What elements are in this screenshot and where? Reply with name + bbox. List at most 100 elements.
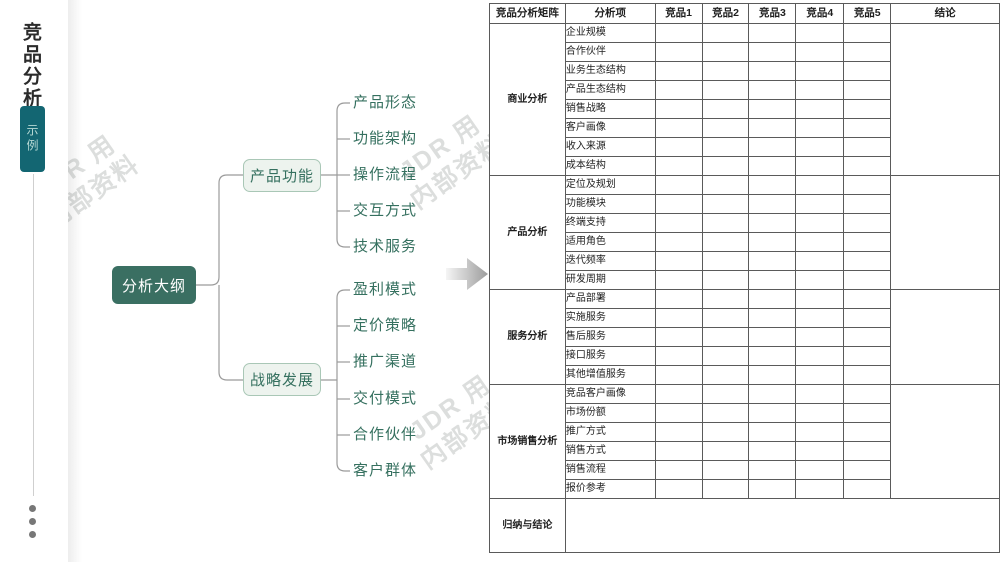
competitor-value-cell (748, 251, 797, 271)
competitor-value-cell (701, 232, 750, 252)
competitor-value-cell (748, 422, 797, 442)
competitor-value-cell (843, 289, 892, 309)
competitor-value-cell (701, 61, 750, 81)
analysis-item-cell: 合作伙伴 (564, 42, 656, 62)
competitor-value-cell (843, 99, 892, 119)
competitor-value-cell (843, 251, 892, 271)
competitor-value-cell (748, 61, 797, 81)
analysis-item-cell: 客户画像 (564, 118, 656, 138)
competitor-value-cell (654, 270, 703, 290)
slide-indicator-dot[interactable] (29, 531, 36, 538)
competitor-value-cell (748, 403, 797, 423)
page-title: 竞品分析 (20, 22, 41, 110)
competitor-value-cell (843, 403, 892, 423)
group-label-cell: 商业分析 (489, 23, 566, 176)
competitor-value-cell (795, 61, 845, 81)
competitor-value-cell (701, 42, 750, 62)
competitor-value-cell (795, 118, 845, 138)
competitor-value-cell (843, 346, 892, 366)
mindmap-leaf: 推广渠道 (353, 353, 418, 371)
competitor-value-cell (843, 384, 892, 404)
table-header-cell: 结论 (890, 3, 1000, 24)
competitor-value-cell (654, 156, 703, 176)
mindmap-leaf: 盈利模式 (353, 281, 418, 298)
competitor-value-cell (843, 441, 892, 461)
competitor-value-cell (654, 118, 703, 138)
competitor-value-cell (843, 175, 892, 195)
sidebar-shadow (68, 0, 82, 562)
competitor-value-cell (654, 441, 703, 461)
table-header-cell: 竞品2 (701, 3, 750, 24)
mindmap-leaf: 交付模式 (353, 389, 418, 407)
conclusion-cell (890, 289, 1000, 385)
competitor-value-cell (654, 365, 703, 385)
competitor-value-cell (795, 308, 845, 328)
competitor-value-cell (843, 308, 892, 328)
competitor-value-cell (748, 232, 797, 252)
competitor-value-cell (654, 80, 703, 100)
competitor-value-cell (654, 232, 703, 252)
competitor-value-cell (795, 23, 845, 43)
competitor-value-cell (795, 441, 845, 461)
mindmap-leaf: 交互方式 (353, 202, 418, 219)
competitor-value-cell (748, 270, 797, 290)
competitor-value-cell (748, 308, 797, 328)
competitor-value-cell (701, 460, 750, 480)
slide-indicator-dot[interactable] (29, 518, 36, 525)
analysis-item-cell: 推广方式 (564, 422, 656, 442)
competitor-value-cell (701, 251, 750, 271)
analysis-item-cell: 报价参考 (564, 479, 656, 499)
competitor-value-cell (701, 289, 750, 309)
competitor-value-cell (654, 308, 703, 328)
slide-indicator-dot[interactable] (29, 505, 36, 512)
competitor-value-cell (795, 251, 845, 271)
competitor-value-cell (843, 42, 892, 62)
competitor-value-cell (843, 61, 892, 81)
competitor-value-cell (701, 23, 750, 43)
competitor-value-cell (701, 118, 750, 138)
competitor-value-cell (795, 346, 845, 366)
analysis-item-cell: 终端支持 (564, 213, 656, 233)
competitor-value-cell (654, 384, 703, 404)
competitor-value-cell (701, 80, 750, 100)
mindmap-leaf: 定价策略 (353, 317, 418, 335)
competitor-value-cell (843, 137, 892, 157)
competitor-value-cell (795, 194, 845, 214)
summary-value-cell (564, 498, 1000, 553)
competitor-value-cell (795, 384, 845, 404)
competitor-value-cell (843, 422, 892, 442)
competitor-value-cell (795, 232, 845, 252)
competitor-value-cell (701, 175, 750, 195)
competitor-value-cell (701, 441, 750, 461)
competitor-value-cell (654, 289, 703, 309)
competitor-value-cell (843, 118, 892, 138)
competitor-value-cell (748, 441, 797, 461)
competitor-value-cell (748, 156, 797, 176)
table-header-cell: 竞品分析矩阵 (489, 3, 566, 24)
competitor-value-cell (843, 23, 892, 43)
analysis-item-cell: 业务生态结构 (564, 61, 656, 81)
competitor-value-cell (748, 80, 797, 100)
analysis-item-cell: 竞品客户画像 (564, 384, 656, 404)
analysis-item-cell: 销售方式 (564, 441, 656, 461)
competitor-value-cell (843, 156, 892, 176)
mindmap-leaf: 技术服务 (353, 238, 418, 255)
analysis-item-cell: 售后服务 (564, 327, 656, 347)
competitor-value-cell (795, 365, 845, 385)
competitor-value-cell (701, 213, 750, 233)
group-label-cell: 产品分析 (489, 175, 566, 290)
left-sidebar: 竞品分析 示例 (0, 0, 68, 562)
competitor-value-cell (748, 327, 797, 347)
competitor-value-cell (795, 403, 845, 423)
competitor-value-cell (654, 42, 703, 62)
table-header-cell: 竞品3 (748, 3, 797, 24)
table-header-cell: 分析项 (564, 3, 656, 24)
competitor-value-cell (654, 460, 703, 480)
competitor-value-cell (748, 118, 797, 138)
analysis-item-cell: 收入来源 (564, 137, 656, 157)
competitor-value-cell (748, 175, 797, 195)
competitor-value-cell (701, 194, 750, 214)
competitor-value-cell (701, 137, 750, 157)
competitor-value-cell (654, 403, 703, 423)
